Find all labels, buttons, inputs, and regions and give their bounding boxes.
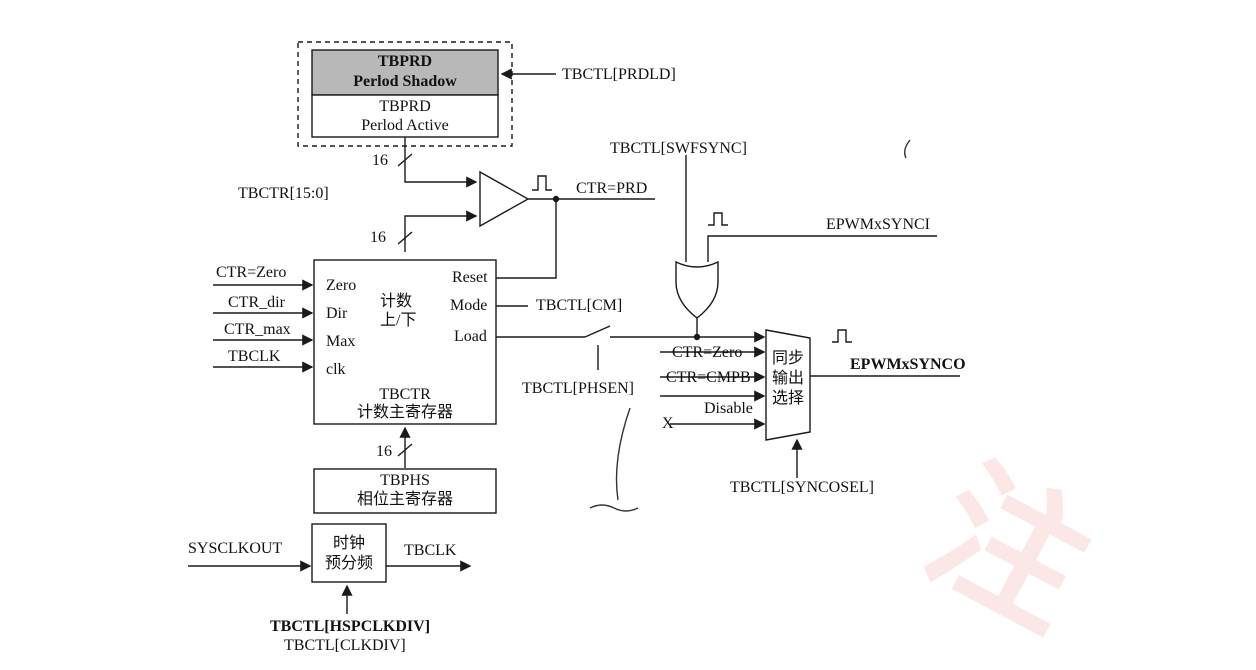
input-ctr-zero: CTR=Zero (216, 264, 287, 281)
bus-width-c: 16 (376, 443, 392, 460)
mux-in-disable: Disable (704, 400, 753, 417)
port-clk: clk (326, 361, 346, 378)
port-zero: Zero (326, 277, 357, 294)
bus-width-a: 16 (372, 152, 388, 169)
tbphs-name: TBPHS (380, 472, 430, 489)
tbctl-hspclkdiv-label: TBCTL[HSPCLKDIV] (270, 618, 431, 635)
or-gate (675, 260, 719, 319)
port-max: Max (326, 333, 356, 350)
tbprd-active-sub: Perlod Active (361, 117, 449, 134)
port-reset: Reset (452, 269, 488, 286)
epwm-synco-label: EPWMxSYNCO (850, 356, 966, 373)
tbclk-out-label: TBCLK (404, 542, 457, 559)
prescaler-l2: 预分频 (324, 555, 373, 572)
tbprd-shadow-box (311, 49, 499, 96)
mux-label-l1: 同步 (771, 350, 804, 367)
mux-label-l3: 选择 (771, 390, 804, 407)
sysclkout-label: SYSCLKOUT (188, 540, 283, 557)
tbctl-swfsync-label: TBCTL[SWFSYNC] (610, 140, 747, 157)
bus-width-b: 16 (370, 229, 386, 246)
tbctr-block (313, 259, 497, 425)
mux-in-ctr-cmpb: CTR=CMPB (666, 369, 751, 386)
mux-in-ctr-zero: CTR=Zero (672, 344, 743, 361)
tbctr-bus-label: TBCTR[15:0] (238, 185, 329, 202)
port-mode: Mode (450, 297, 488, 314)
input-tbclk: TBCLK (228, 348, 281, 365)
tbprd-active-title: TBPRD (379, 98, 431, 115)
tbctl-clkdiv-label: TBCTL[CLKDIV] (284, 637, 406, 654)
tbprd-shadow-title: TBPRD (377, 53, 433, 70)
prescaler-block (311, 523, 387, 583)
tbctl-phsen-label: TBCTL[PHSEN] (522, 380, 634, 397)
tbctr-center-l1: 计数 (380, 293, 413, 310)
tbprd-shadow-sub: Perlod Shadow (353, 73, 457, 90)
tbctl-synccosel-label: TBCTL[SYNCOSEL] (730, 479, 874, 496)
sync-mux (765, 329, 811, 441)
input-ctr-max: CTR_max (224, 321, 291, 338)
prescaler-l1: 时钟 (332, 535, 365, 552)
tbctl-cm-label: TBCTL[CM] (536, 297, 623, 314)
epwm-synci-label: EPWMxSYNCI (826, 216, 931, 233)
input-ctr-dir: CTR_dir (228, 294, 285, 311)
port-load: Load (454, 328, 487, 345)
tbphs-desc: 相位主寄存器 (356, 491, 453, 508)
ctr-prd-label: CTR=PRD (576, 180, 648, 197)
tbctr-center-l2: 上/下 (380, 312, 417, 329)
tbctl-prdld-label: TBCTL[PRDLD] (562, 66, 676, 83)
mux-x-mark: X (662, 415, 674, 432)
tbprd-active-box (311, 94, 499, 138)
comparator-triangle (479, 170, 530, 228)
mux-label-l2: 输出 (771, 370, 804, 387)
tbctr-desc: 计数主寄存器 (356, 404, 453, 421)
port-dir: Dir (326, 305, 348, 322)
tbphs-block (313, 468, 497, 514)
tbctr-name: TBCTR (379, 386, 431, 403)
